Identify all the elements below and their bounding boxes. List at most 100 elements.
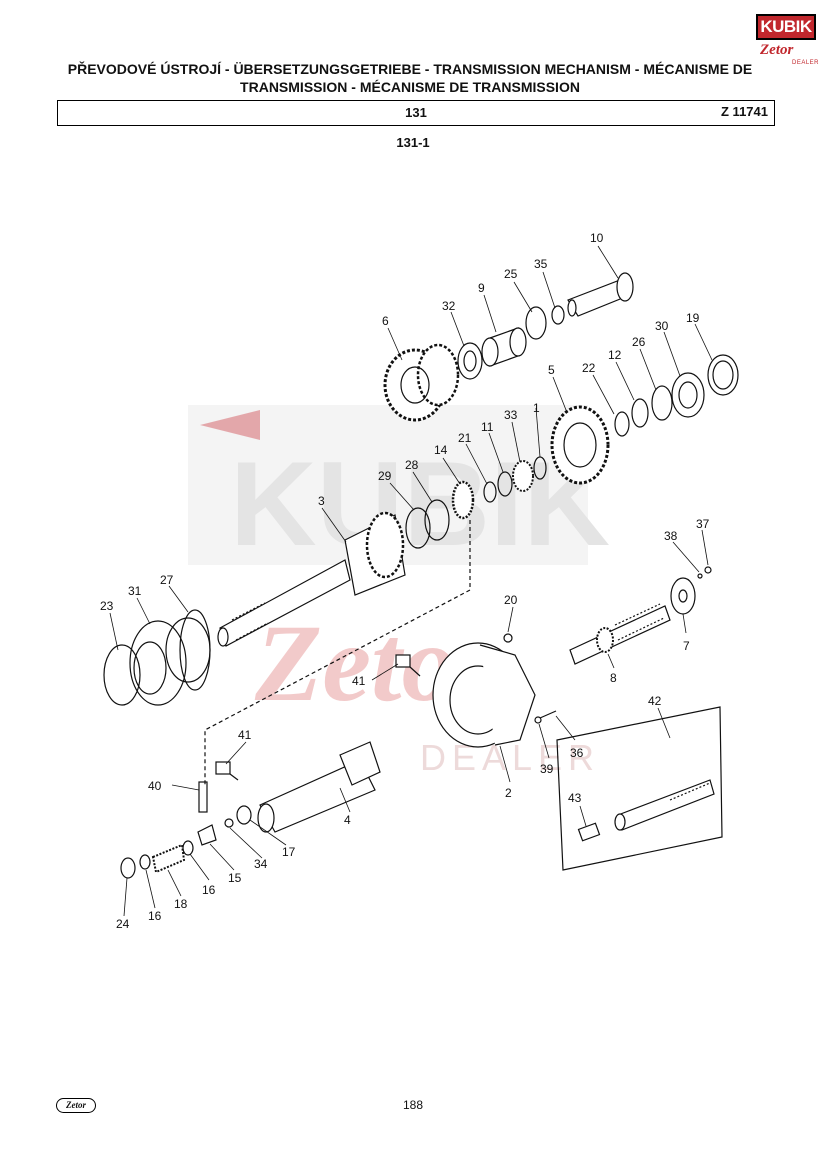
label-9: 9 — [478, 281, 485, 295]
part-5-gear — [550, 405, 610, 485]
page-number: 188 — [402, 1098, 424, 1112]
part-36-bolt — [539, 710, 557, 719]
part-3-main-shaft — [217, 511, 406, 647]
page-title: PŘEVODOVÉ ÚSTROJÍ - ÜBERSETZUNGSGETRIEBE… — [60, 60, 760, 96]
label-36: 36 — [570, 746, 584, 760]
label-41-upper: 41 — [352, 674, 366, 688]
part-20-bolt — [503, 633, 513, 643]
label-31: 31 — [128, 584, 142, 598]
label-29: 29 — [378, 469, 392, 483]
label-41-lower: 41 — [238, 728, 252, 742]
part-32-bearing — [457, 342, 483, 380]
part-26-ring — [651, 385, 673, 421]
part-24-snap-ring — [120, 857, 136, 879]
part-2-housing — [432, 642, 536, 748]
label-19: 19 — [686, 311, 700, 325]
part-43-screw — [577, 822, 601, 842]
watermark: KUBIK Zetor DEALER — [188, 405, 610, 778]
label-40: 40 — [148, 779, 162, 793]
group-number: 131 — [405, 105, 427, 120]
part-9-sleeve — [481, 327, 527, 367]
label-11: 11 — [481, 420, 494, 434]
label-15: 15 — [228, 871, 242, 885]
part-41-sensor-upper — [395, 654, 421, 677]
label-30: 30 — [655, 319, 669, 333]
part-22-ring — [614, 411, 630, 437]
label-2: 2 — [505, 786, 512, 800]
part-17-washer — [236, 805, 252, 825]
label-37: 37 — [696, 517, 710, 531]
part-6-gear — [383, 343, 460, 422]
drawing-code: Z 11741 — [721, 104, 768, 119]
label-17: 17 — [282, 845, 296, 859]
part-30-bearing — [671, 372, 705, 418]
label-23: 23 — [100, 599, 114, 613]
part-41-sensor-lower — [215, 761, 239, 781]
label-42: 42 — [648, 694, 662, 708]
part-23-snap-ring — [103, 644, 141, 706]
label-21: 21 — [458, 431, 472, 445]
label-25: 25 — [504, 267, 518, 281]
label-18: 18 — [174, 897, 188, 911]
part-21-ring — [483, 481, 497, 503]
part-18-spring — [151, 843, 186, 874]
part-15-fork — [197, 824, 217, 846]
leader-lines — [109, 245, 713, 917]
part-16-washer-a — [182, 840, 194, 856]
part-16-washer-b — [139, 854, 151, 870]
part-42-kit-shaft — [614, 779, 715, 831]
part-29-ring — [405, 507, 431, 549]
kubik-zetor-logo: KUBIK Zetor DEALER — [756, 14, 819, 72]
part-10-shaft — [567, 272, 634, 317]
label-39: 39 — [540, 762, 554, 776]
label-32: 32 — [442, 299, 456, 313]
label-4: 4 — [344, 813, 351, 827]
label-10: 10 — [590, 231, 604, 245]
label-33: 33 — [504, 408, 518, 422]
zetor-logo-text: Zetor — [760, 42, 794, 58]
part-37-bolt — [704, 566, 712, 574]
part-25-ring — [525, 306, 547, 340]
label-12: 12 — [608, 348, 622, 362]
label-22: 22 — [582, 361, 596, 375]
label-27: 27 — [160, 573, 174, 587]
header-box: 131 Z 11741 — [57, 100, 775, 126]
watermark-arrow — [200, 410, 260, 440]
title-line-1: PŘEVODOVÉ ÚSTROJÍ - ÜBERSETZUNGSGETRIEBE… — [67, 61, 753, 77]
part-8-shaft — [569, 603, 671, 665]
diagram-subtitle: 131-1 — [396, 135, 430, 150]
part-11-ring — [497, 471, 513, 497]
assembly-dashed-line — [204, 520, 471, 785]
part-12-ring — [631, 398, 649, 428]
label-7: 7 — [683, 639, 690, 653]
label-14: 14 — [434, 443, 448, 457]
label-35: 35 — [534, 257, 548, 271]
label-24: 24 — [116, 917, 130, 931]
part-31-bearing — [129, 617, 211, 706]
part-39-washer — [534, 716, 542, 724]
part-42-kit-box — [556, 706, 723, 871]
label-3: 3 — [318, 494, 325, 508]
part-28-ring — [424, 499, 450, 541]
label-34: 34 — [254, 857, 268, 871]
label-43: 43 — [568, 791, 582, 805]
part-40-pin — [198, 781, 208, 813]
label-8: 8 — [610, 671, 617, 685]
watermark-kubik: KUBIK — [230, 437, 610, 571]
kubik-logo-text: KUBIK — [756, 14, 816, 40]
label-20: 20 — [504, 593, 518, 607]
part-35-ring — [551, 305, 565, 325]
part-38-washer — [697, 573, 703, 579]
part-4-shaft — [257, 741, 381, 833]
part-34-ring — [224, 818, 234, 828]
part-33-bearing — [512, 460, 534, 492]
label-28: 28 — [405, 458, 419, 472]
part-7-plate — [670, 577, 696, 615]
label-16-a: 16 — [202, 883, 216, 897]
footer-zetor-logo: Zetor — [56, 1098, 96, 1113]
label-1: 1 — [533, 401, 540, 415]
label-16-b: 16 — [148, 909, 162, 923]
label-26: 26 — [632, 335, 646, 349]
label-5: 5 — [548, 363, 555, 377]
